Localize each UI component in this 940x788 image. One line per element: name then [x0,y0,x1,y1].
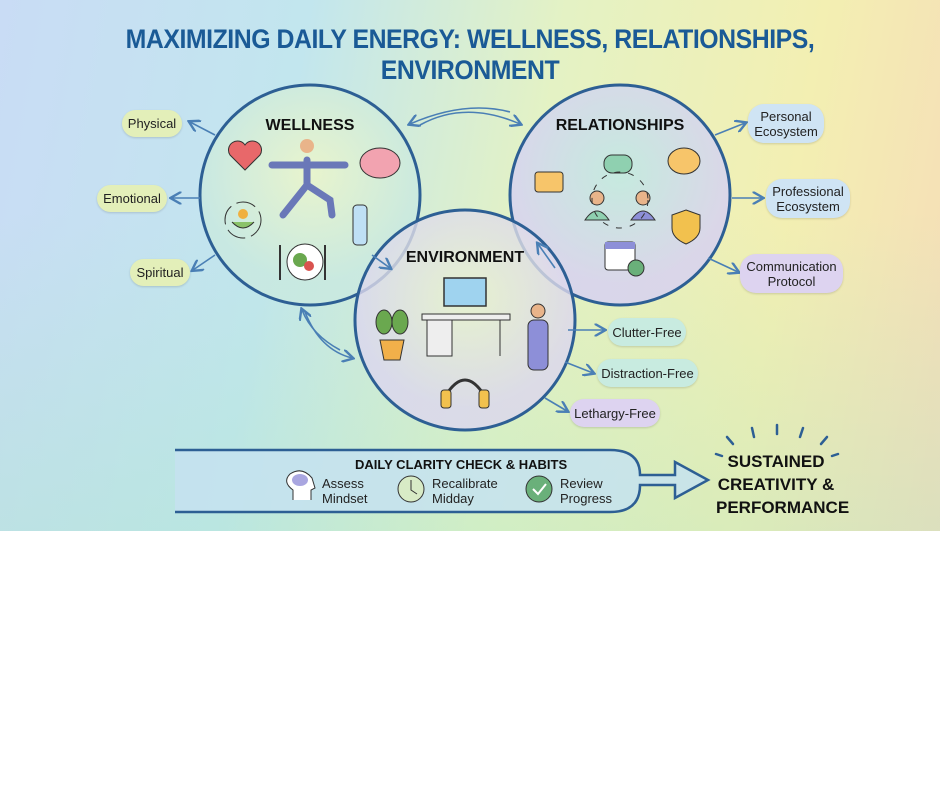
wellness-circle [198,83,422,307]
chat-bubble-icon [534,171,564,193]
arrow-relationships-wellness [410,107,511,124]
yoga-person-icon [268,139,349,219]
pill-personal-ecosystem: Personal Ecosystem [748,104,824,143]
habit-line1: Review [560,476,603,491]
pill-distraction-free: Distraction-Free [597,359,698,387]
wellness-label: WELLNESS [265,117,355,134]
habit-line1: Recalibrate [432,476,498,491]
page-title: MAXIMIZING DAILY ENERGY: WELLNESS, RELAT… [125,24,815,85]
starburst-icon [714,423,840,458]
result-line3: PERFORMANCE [716,498,850,517]
habit-line2: Midday [432,491,474,506]
desk-computer-icon [421,277,511,357]
brain-icon [359,147,401,179]
pill-professional-ecosystem: Professional Ecosystem [766,179,850,218]
habit-line2: Mindset [322,491,368,506]
message-bubble-icon [603,154,633,174]
result-line2: CREATIVITY & [717,475,835,494]
pill-spiritual: Spiritual [130,259,190,286]
arrow-personal [714,123,745,136]
pill-lethargy-free: Lethargy-Free [570,399,660,427]
arrow-physical [190,122,216,136]
calendar-check-icon [604,241,645,277]
habit-line1: Assess [322,476,364,491]
team-people-icon [584,171,656,229]
ellipsis-bubble-icon [667,147,701,175]
plant-icon [375,309,409,361]
habit-line2: Progress [560,491,613,506]
arrow-distraction [564,361,593,373]
healthy-food-icon [279,243,326,281]
shield-icon [671,209,701,245]
pill-clutter-free: Clutter-Free [608,318,686,346]
check-icon [525,475,553,503]
result-line1: SUSTAINED [727,452,825,471]
arrow-wellness-env-inner [371,254,390,268]
arrow-wellness-relationships [419,111,520,125]
arrow-environment-wellness [304,311,352,358]
arrow-spiritual [193,254,216,270]
headphones-icon [440,378,490,409]
habits-title: DAILY CLARITY CHECK & HABITS [355,457,568,472]
pill-communication-protocol: Communication Protocol [740,254,843,293]
water-bottle-icon [352,204,368,246]
clock-icon [397,475,425,503]
arrow-lethargy [544,397,567,411]
diagram-graphics [0,83,840,514]
pill-physical: Physical [122,110,182,137]
sustained-creativity-result: SUSTAINED CREATIVITY & PERFORMANCE [716,450,850,519]
head-icon [286,470,316,500]
relationships-label: RELATIONSHIPS [555,117,685,134]
heart-icon [228,140,262,171]
spirit-growth-icon [224,201,262,239]
environment-label: ENVIRONMENT [405,249,525,266]
person-standing-icon [527,303,549,371]
relationships-circle [508,83,732,307]
arrow-wellness-environment [302,310,341,351]
arrow-communication [707,257,738,272]
pill-emotional: Emotional [97,185,167,212]
arrow-env-rel-inner [538,244,556,269]
